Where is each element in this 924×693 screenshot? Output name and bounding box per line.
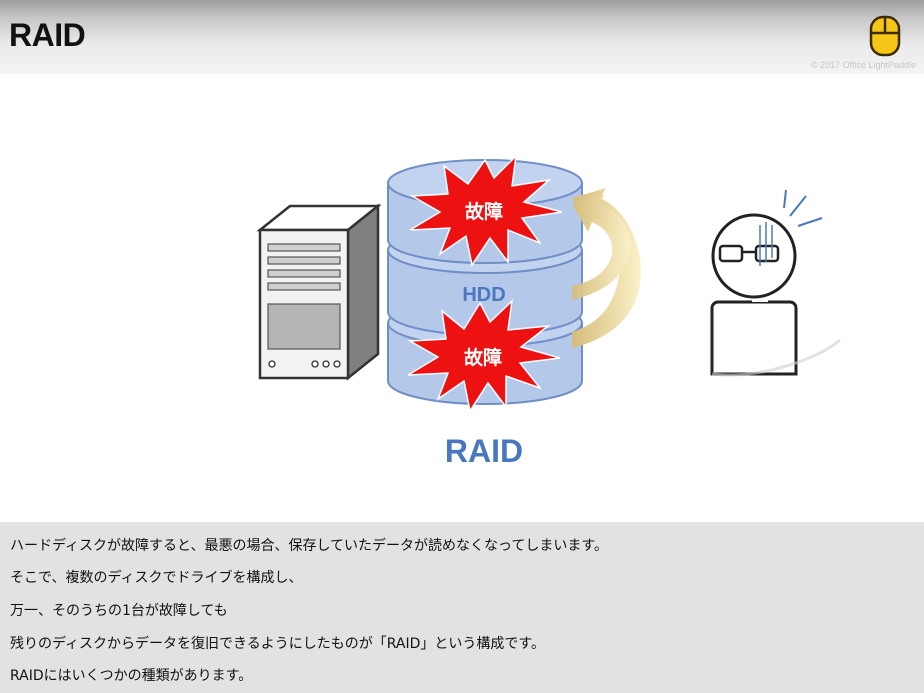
hdd-label: HDD	[462, 284, 505, 306]
copyright-text: © 2017 Office LightPaddle	[810, 60, 916, 70]
header-bar: RAID © 2017 Office LightPaddle	[0, 0, 924, 74]
description-line: 万一、そのうちの1台が故障しても	[10, 603, 228, 619]
recovery-arrows-icon	[572, 188, 641, 348]
description-line: RAIDにはいくつかの種類があります。	[10, 668, 253, 684]
failure-burst-bottom: 故障	[407, 298, 561, 413]
server-icon	[256, 203, 382, 381]
description-line: ハードディスクが故障すると、最悪の場合、保存していたデータが読めなくなってしまい…	[10, 538, 608, 554]
raid-illustration: HDD 故障 故障	[256, 153, 842, 413]
person-icon	[710, 189, 842, 377]
raid-caption: RAID	[444, 433, 524, 469]
failure-label-top: 故障	[465, 200, 503, 223]
description-line: 残りのディスクからデータを復旧できるようにしたものが「RAID」という構成です。	[10, 636, 545, 652]
mouse-icon	[869, 15, 901, 57]
failure-burst-top: 故障	[409, 153, 563, 267]
description-line: そこで、複数のディスクでドライブを構成し、	[10, 570, 303, 586]
description-panel: ハードディスクが故障すると、最悪の場合、保存していたデータが読めなくなってしまい…	[0, 522, 924, 693]
page-title: RAID	[9, 17, 86, 53]
failure-label-bottom: 故障	[464, 346, 502, 369]
